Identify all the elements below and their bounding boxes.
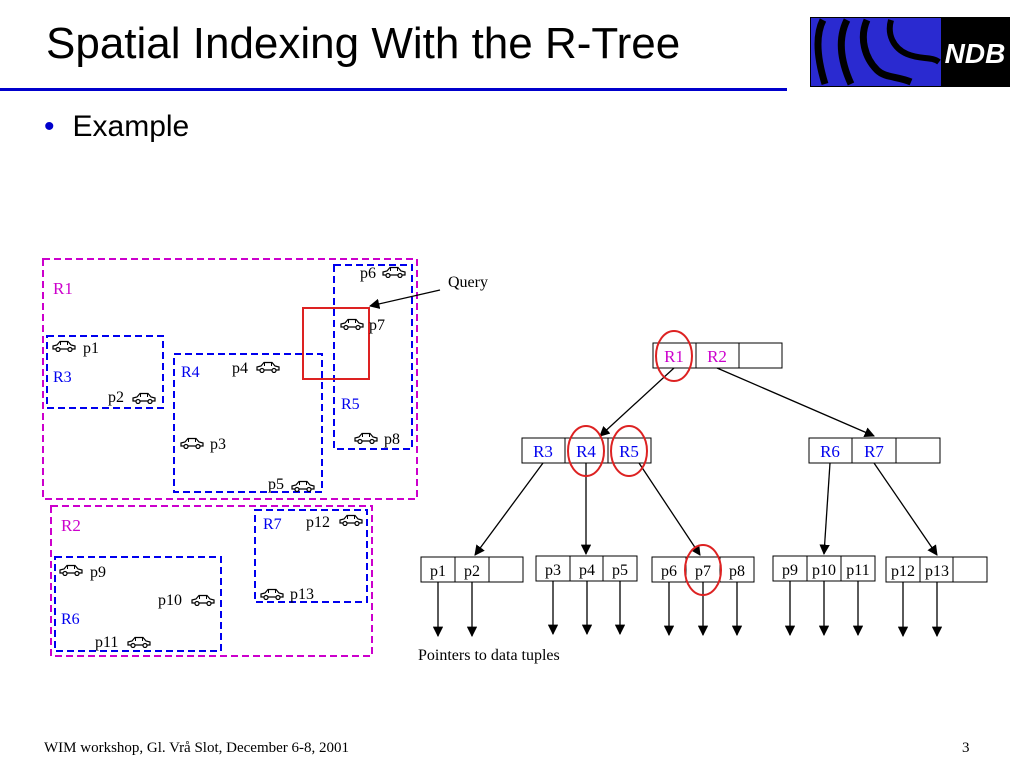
bullet-text: Example bbox=[72, 110, 190, 143]
tree-leaf-r6: p9 p10 p11 bbox=[772, 555, 876, 582]
car-icon bbox=[127, 636, 151, 648]
tree-edges bbox=[474, 367, 938, 556]
car-icon bbox=[291, 480, 315, 492]
tree-node-box bbox=[808, 437, 941, 464]
leaf-entry-p11: p11 bbox=[846, 562, 869, 579]
car-icon bbox=[260, 588, 284, 600]
region-r7-label: R7 bbox=[263, 516, 282, 533]
point-p3-label: p3 bbox=[210, 436, 226, 453]
tuple-pointer-arrows bbox=[432, 581, 943, 638]
tree-node-box bbox=[651, 556, 755, 583]
point-p5-label: p5 bbox=[268, 476, 284, 493]
tree-node-box bbox=[772, 555, 876, 582]
car-icon bbox=[256, 361, 280, 373]
query-label: Query bbox=[448, 274, 488, 291]
car-icon bbox=[339, 514, 363, 526]
region-r5-rect bbox=[333, 264, 413, 450]
point-p4-label: p4 bbox=[232, 360, 248, 377]
region-r1-rect bbox=[42, 258, 418, 500]
region-r1-label: R1 bbox=[53, 279, 73, 298]
point-p12-label: p12 bbox=[306, 514, 330, 531]
logo-text: NDB bbox=[945, 38, 1006, 69]
point-p11-label: p11 bbox=[95, 634, 118, 651]
slide-title: Spatial Indexing With the R-Tree bbox=[46, 19, 681, 68]
car-icon bbox=[52, 340, 76, 352]
leaf-entry-p7: p7 bbox=[695, 563, 711, 580]
root-entry-r2: R2 bbox=[707, 347, 727, 366]
bullet-item: • Example bbox=[44, 110, 189, 144]
region-r6-rect bbox=[54, 556, 222, 652]
leaf-entry-p6: p6 bbox=[661, 563, 677, 580]
region-r3-rect bbox=[46, 335, 164, 409]
car-icon bbox=[191, 594, 215, 606]
leaf-entry-p1: p1 bbox=[430, 563, 446, 580]
title-divider bbox=[0, 88, 787, 91]
query-arrow bbox=[368, 289, 441, 309]
leaf-entry-p10: p10 bbox=[812, 562, 836, 579]
leaf-entry-p5: p5 bbox=[612, 562, 628, 579]
tree-node-box bbox=[885, 556, 988, 583]
region-r4-label: R4 bbox=[181, 364, 200, 381]
node-entry-r4: R4 bbox=[576, 442, 596, 461]
region-r2-rect bbox=[50, 505, 373, 657]
tree-node-r2-children: R6 R7 bbox=[808, 437, 941, 464]
car-icon bbox=[382, 266, 406, 278]
query-rect bbox=[302, 307, 370, 380]
tree-node-r1-children: R3 R4 R5 bbox=[521, 437, 652, 464]
point-p1-label: p1 bbox=[83, 340, 99, 357]
highlight-r1 bbox=[655, 330, 693, 382]
page-number: 3 bbox=[962, 740, 970, 756]
footer-text: WIM workshop, Gl. Vrå Slot, December 6-8… bbox=[44, 740, 350, 756]
tree-node-box bbox=[652, 342, 783, 369]
root-entry-r1: R1 bbox=[664, 347, 684, 366]
highlight-p7 bbox=[684, 544, 722, 596]
query-path-highlights bbox=[567, 330, 722, 596]
node-entry-r6: R6 bbox=[820, 442, 840, 461]
point-p9-label: p9 bbox=[90, 564, 106, 581]
car-icon bbox=[180, 437, 204, 449]
car-icon bbox=[354, 432, 378, 444]
point-p13-label: p13 bbox=[290, 586, 314, 603]
car-icon bbox=[340, 318, 364, 330]
region-r3-label: R3 bbox=[53, 369, 72, 386]
region-r7-rect bbox=[254, 509, 368, 603]
car-icon bbox=[59, 564, 83, 576]
leaf-entry-p8: p8 bbox=[729, 563, 745, 580]
region-r2-label: R2 bbox=[61, 516, 81, 535]
point-p7-label: p7 bbox=[369, 317, 385, 334]
point-p2-label: p2 bbox=[108, 389, 124, 406]
leaf-entry-p2: p2 bbox=[464, 563, 480, 580]
leaf-entry-p13: p13 bbox=[925, 563, 949, 580]
car-icon bbox=[132, 392, 156, 404]
tree-leaf-r4: p3 p4 p5 bbox=[535, 555, 638, 582]
highlight-r4 bbox=[567, 425, 605, 477]
leaf-entry-p9: p9 bbox=[782, 562, 798, 579]
point-p6-label: p6 bbox=[360, 265, 376, 282]
node-entry-r3: R3 bbox=[533, 442, 553, 461]
node-entry-r5: R5 bbox=[619, 442, 639, 461]
point-p10-label: p10 bbox=[158, 592, 182, 609]
tree-leaf-r7: p12 p13 bbox=[885, 556, 988, 583]
region-r6-label: R6 bbox=[61, 611, 80, 628]
leaf-entry-p12: p12 bbox=[891, 563, 915, 580]
highlight-r5 bbox=[610, 425, 648, 477]
tree-node-box bbox=[420, 556, 524, 583]
tree-node-box bbox=[521, 437, 652, 464]
logo-graphic: NDB bbox=[811, 18, 1009, 86]
bullet-dot: • bbox=[44, 110, 55, 143]
pointers-label: Pointers to data tuples bbox=[418, 647, 560, 664]
leaf-entry-p4: p4 bbox=[579, 562, 595, 579]
node-entry-r7: R7 bbox=[864, 442, 884, 461]
tree-root-node: R1 R2 bbox=[652, 342, 783, 369]
region-r5-label: R5 bbox=[341, 396, 360, 413]
point-p8-label: p8 bbox=[384, 431, 400, 448]
tree-node-box bbox=[535, 555, 638, 582]
spatial-regions: R1 R2 R3 R4 R5 R6 R7 bbox=[42, 258, 418, 657]
ndb-logo: NDB bbox=[810, 17, 1010, 87]
tree-leaf-r5: p6 p7 p8 bbox=[651, 556, 755, 583]
tree-leaf-r3: p1 p2 bbox=[420, 556, 524, 583]
data-points: p1 p2 p3 p4 p5 p6 p7 p8 p9 p10 p11 p12 p… bbox=[52, 265, 406, 651]
leaf-entry-p3: p3 bbox=[545, 562, 561, 579]
